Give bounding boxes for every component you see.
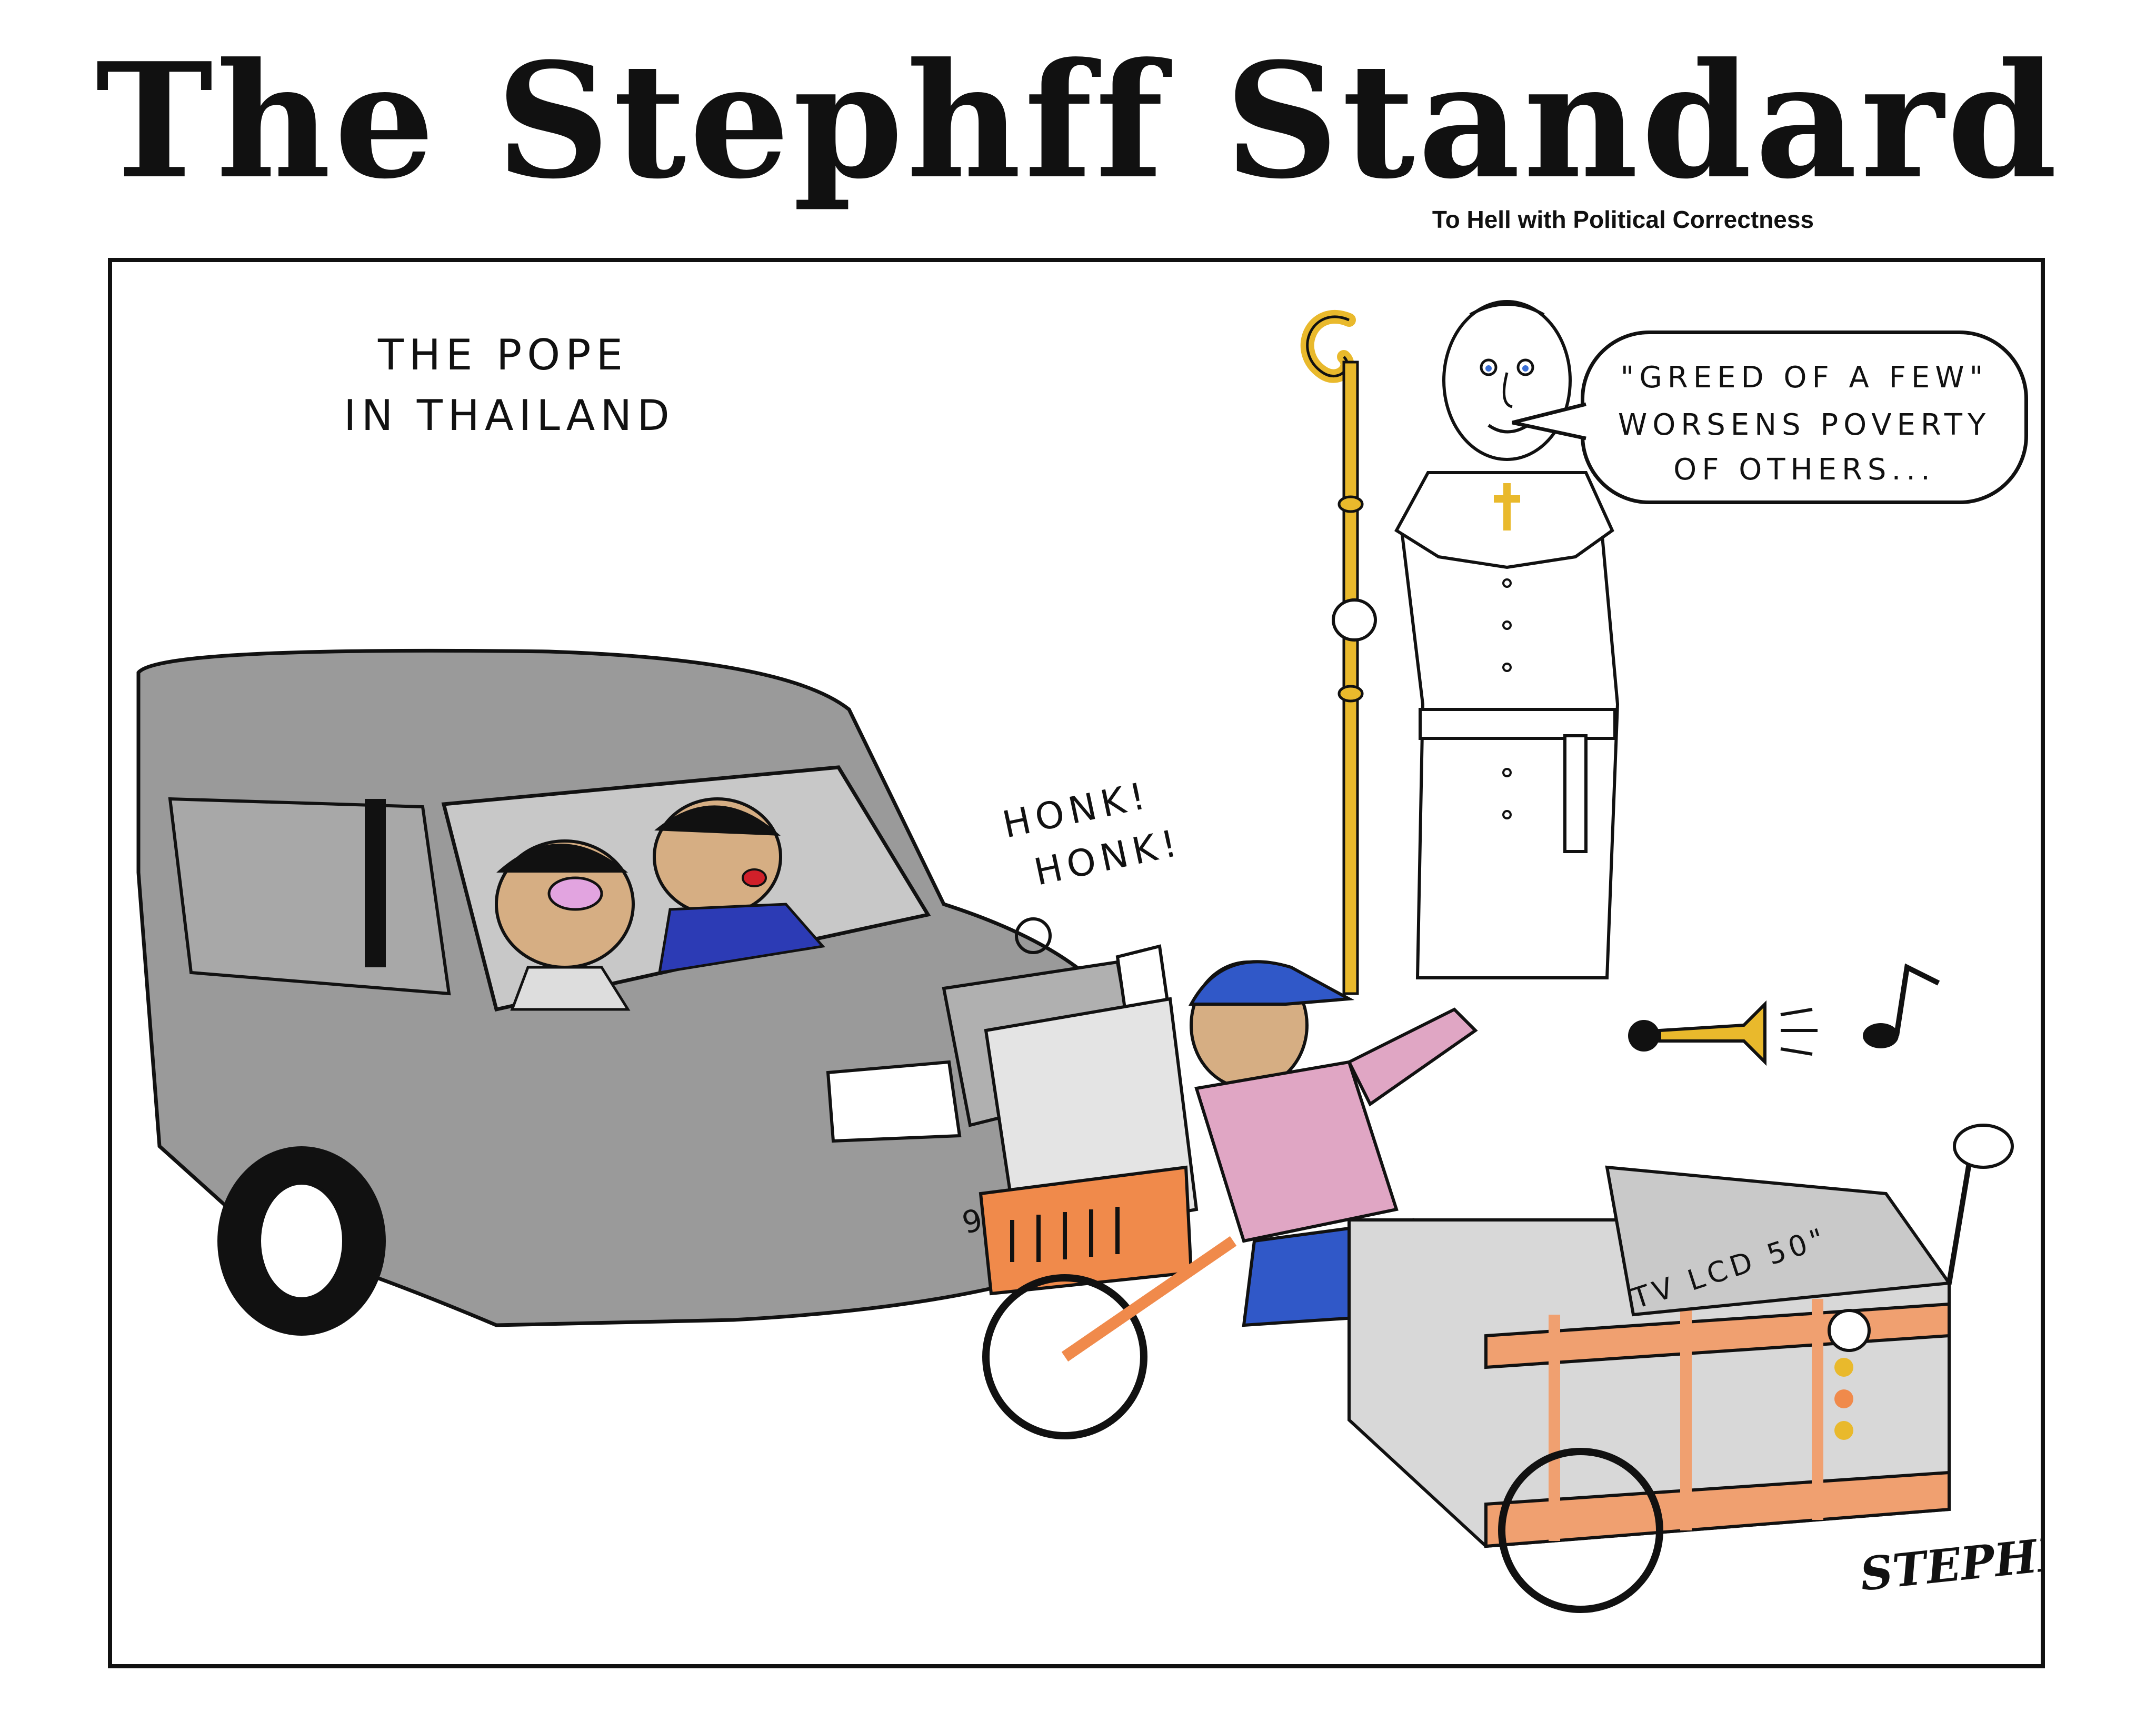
headlight-left — [826, 1060, 962, 1143]
music-note-icon — [1863, 963, 1940, 1048]
side-window — [168, 797, 451, 996]
speech-line-2: WORSENS POVERTY — [1618, 408, 1991, 442]
pope-cassock — [1332, 471, 1620, 979]
horn-icon — [1628, 1000, 1818, 1066]
driver — [495, 839, 635, 1011]
caption-line-2: IN THAILAND — [344, 391, 675, 440]
cargo-cart — [1348, 1124, 2014, 1548]
speech-bubble-tail — [1512, 402, 1586, 440]
bottle-crate — [979, 997, 1199, 1296]
window-pillar — [365, 799, 386, 967]
woman-passenger — [653, 797, 825, 975]
cart-front-wheel — [982, 1236, 1237, 1439]
car-emblem — [1015, 917, 1052, 954]
car-front-wheel — [217, 1146, 386, 1336]
speech-line-3: OF OTHERS... — [1673, 453, 1935, 487]
rider — [1188, 960, 1478, 1327]
pope-illustration — [1300, 300, 1620, 995]
luxury-car-illustration — [136, 648, 1172, 1336]
speech-bubble: "GREED OF A FEW" WORSENS POVERTY OF OTHE… — [1581, 331, 2028, 504]
caption-line-1: THE POPE — [378, 331, 628, 379]
masthead-tagline: To Hell with Political Correctness — [1432, 206, 1814, 233]
speech-line-1: "GREED OF A FEW" — [1620, 361, 1989, 395]
masthead-title: The Stephff Standard — [95, 28, 2061, 214]
cartoon-panel: THE POPE IN THAILAND — [108, 258, 2045, 1668]
tricycle-cart-illustration — [979, 960, 2014, 1613]
cart-rear-wheel — [1498, 1448, 1663, 1613]
masthead: The Stephff Standard To Hell with Politi… — [0, 28, 2156, 234]
crosier-staff — [1300, 310, 1364, 995]
